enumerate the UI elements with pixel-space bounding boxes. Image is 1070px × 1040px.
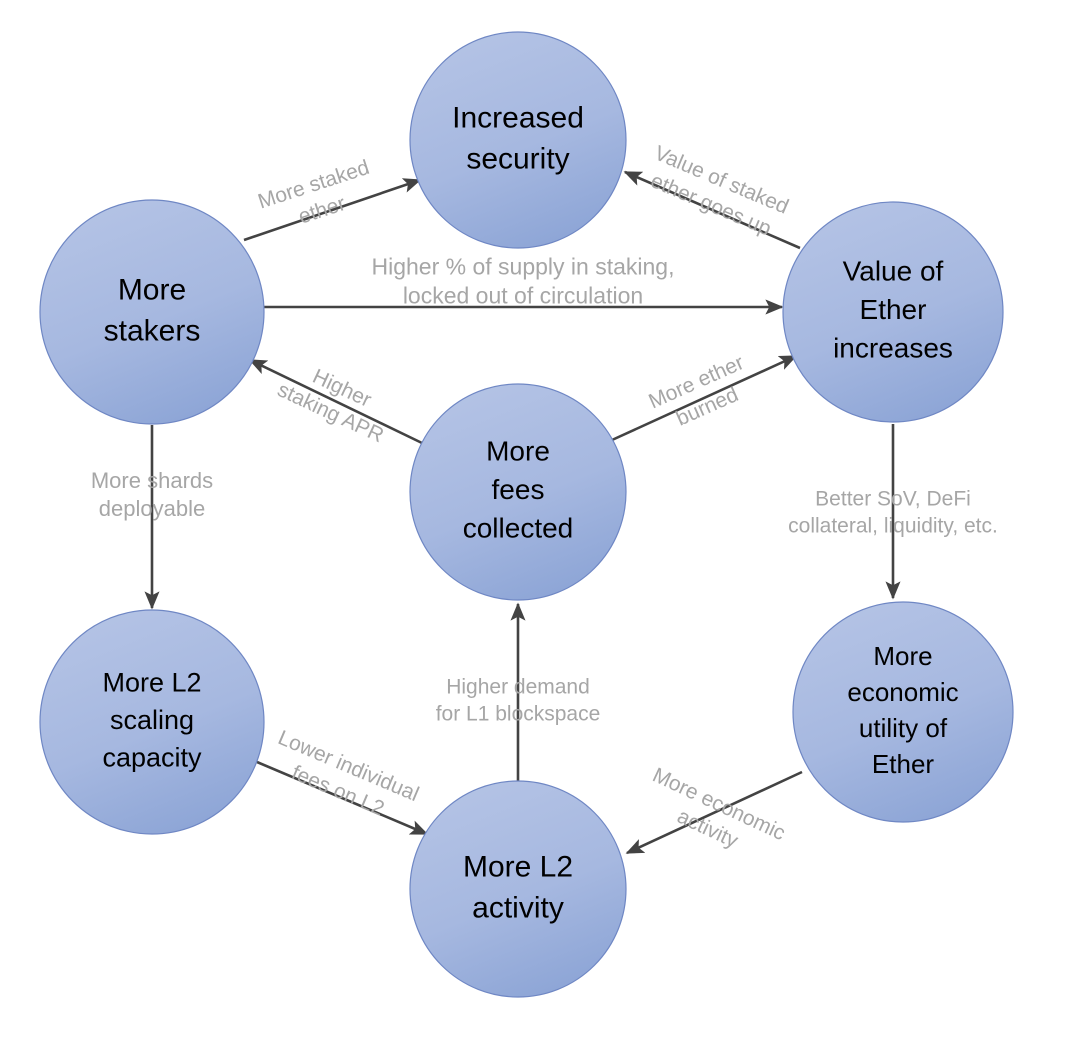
edge-economic-utility-to-l2-activity: [625, 770, 803, 855]
node-label-line: capacity: [102, 742, 202, 772]
node-value-of-ether-increases[interactable]: Value of Ether increases: [782, 201, 1004, 423]
node-more-fees-collected[interactable]: More fees collected: [409, 383, 627, 601]
edge-label-fees-to-stakers: Higherstaking APR: [274, 353, 399, 447]
edge-label-fees-to-value: More etherburned: [645, 351, 758, 438]
node-label-line: More: [118, 273, 186, 306]
node-label-line: security: [466, 143, 569, 176]
edge-label-line: for L1 blockspace: [436, 702, 601, 725]
node-circle-more-economic-utility-of-ether[interactable]: [792, 601, 1014, 823]
node-label-line: More: [486, 436, 550, 467]
edge-label-stakers-to-security: More stakedether: [255, 156, 380, 239]
node-label-line: More L2: [102, 668, 201, 698]
node-label-line: More L2: [463, 850, 573, 883]
node-more-l2-scaling-capacity[interactable]: More L2 scaling capacity: [39, 609, 265, 835]
edge-label-line: deployable: [99, 496, 205, 521]
node-label-line: scaling: [110, 705, 194, 735]
node-label-line: Ether: [872, 749, 934, 779]
node-more-economic-utility-of-ether[interactable]: More economic utility of Ether: [792, 601, 1014, 823]
edge-label-line: locked out of circulation: [403, 283, 643, 309]
node-label-line: Value of: [843, 256, 944, 287]
node-label-line: Increased: [452, 101, 584, 134]
node-label-more-l2-activity: More L2 activity: [463, 850, 573, 924]
node-circle-increased-security[interactable]: [409, 31, 627, 249]
node-more-l2-activity[interactable]: More L2 activity: [409, 780, 627, 998]
edge-label-line: More shards: [91, 468, 213, 493]
edge-label-economic-utility-to-l2-activity: More economicactivity: [638, 763, 789, 869]
node-circle-more-stakers[interactable]: [39, 199, 265, 425]
edge-l2-capacity-to-l2-activity: [256, 760, 429, 836]
node-circle-more-fees-collected[interactable]: [409, 383, 627, 601]
node-label-line: economic: [847, 677, 958, 707]
node-label-line: increases: [833, 333, 953, 364]
node-label-more-fees-collected: More fees collected: [463, 436, 574, 544]
node-increased-security[interactable]: Increased security: [409, 31, 627, 249]
edge-fees-to-value: [611, 354, 798, 442]
node-label-line: Ether: [860, 294, 927, 325]
node-label-more-stakers: More stakers: [104, 273, 201, 347]
node-label-line: activity: [472, 892, 564, 925]
node-label-line: More: [873, 641, 932, 671]
edge-label-line: collateral, liquidity, etc.: [788, 514, 998, 537]
node-label-more-economic-utility-of-ether: More economic utility of Ether: [847, 641, 958, 779]
node-more-stakers[interactable]: More stakers: [39, 199, 265, 425]
edge-label-line: Higher % of supply in staking,: [372, 253, 675, 279]
node-circle-more-l2-activity[interactable]: [409, 780, 627, 998]
edges-layer: [144, 170, 901, 855]
edge-stakers-to-security: [243, 178, 422, 242]
node-label-line: fees: [492, 474, 545, 505]
node-label-more-l2-scaling-capacity: More L2 scaling capacity: [102, 668, 202, 773]
edge-label-value-to-security: Value of stakedether goes up: [641, 141, 792, 243]
edge-label-stakers-to-l2-capacity: More shards deployable: [91, 468, 213, 521]
node-label-value-of-ether-increases: Value of Ether increases: [833, 256, 953, 364]
node-label-line: stakers: [104, 315, 201, 348]
node-label-increased-security: Increased security: [452, 101, 584, 175]
edge-label-l2-activity-to-fees: Higher demand for L1 blockspace: [436, 675, 601, 725]
edge-label-line: Better SoV, DeFi: [815, 487, 971, 510]
edge-label-l2-capacity-to-l2-activity: Lower individualfees on L2: [264, 726, 422, 831]
edge-label-stakers-to-value: Higher % of supply in staking, locked out…: [372, 253, 675, 308]
node-label-line: utility of: [859, 713, 948, 743]
edge-fees-to-stakers: [248, 358, 423, 445]
edge-label-value-to-economic-utility: Better SoV, DeFi collateral, liquidity, e…: [788, 487, 998, 537]
node-label-line: collected: [463, 513, 574, 544]
edge-label-line: Higher demand: [446, 675, 590, 698]
node-circle-value-of-ether-increases[interactable]: [782, 201, 1004, 423]
edge-value-to-security: [623, 170, 801, 250]
node-circle-more-l2-scaling-capacity[interactable]: [39, 609, 265, 835]
